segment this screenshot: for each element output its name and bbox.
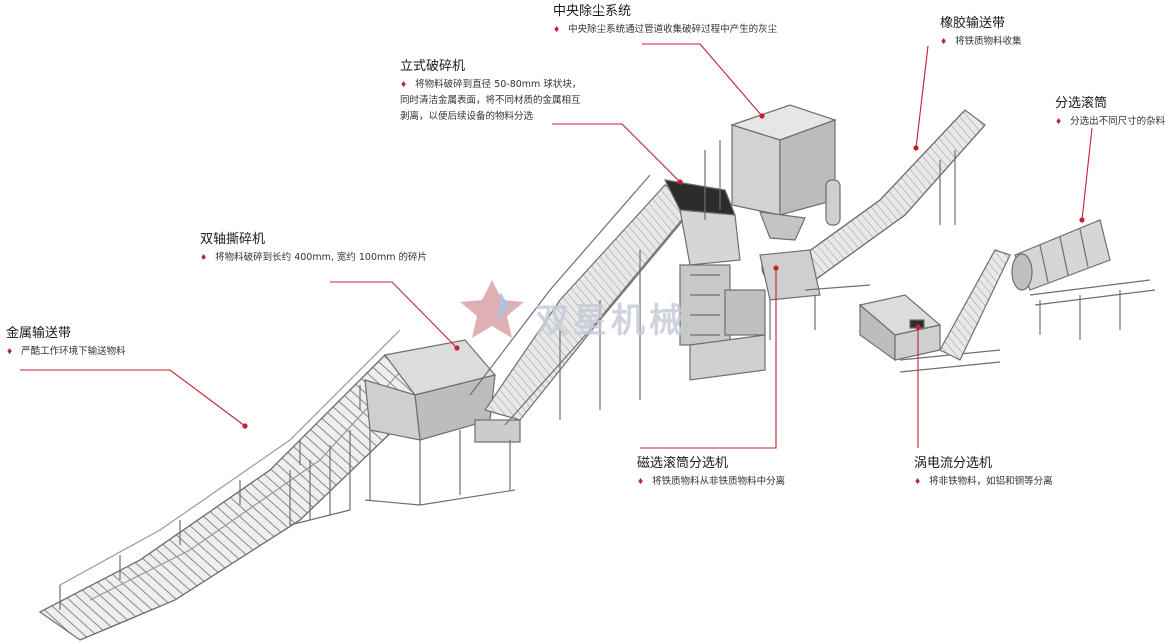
bullet-icon: ♦ bbox=[400, 80, 408, 89]
callout-trommel: 分选滚筒 ♦分选出不同尺寸的杂料 bbox=[1055, 92, 1165, 130]
bullet-icon: ♦ bbox=[637, 477, 645, 486]
callout-title: 橡胶输送带 bbox=[940, 16, 1006, 31]
callout-title: 中央除尘系统 bbox=[553, 4, 632, 19]
callout-title: 双轴撕碎机 bbox=[200, 232, 266, 247]
metal-conveyor-drawing bbox=[38, 329, 431, 641]
bullet-icon: ♦ bbox=[200, 253, 208, 262]
dust-removal-drawing bbox=[704, 104, 841, 241]
dual-shaft-shredder-drawing bbox=[364, 339, 521, 506]
callout-desc: ♦分选出不同尺寸的杂料 bbox=[1055, 116, 1166, 127]
callout-magnetic-separator: 磁选滚筒分选机 ♦将铁质物料从非铁质物料中分离 bbox=[637, 452, 785, 490]
callout-title: 分选滚筒 bbox=[1055, 96, 1108, 111]
callout-desc: ♦将铁质物料收集 bbox=[940, 36, 1022, 47]
vertical-crusher-drawing bbox=[663, 179, 766, 381]
callout-desc: ♦将物料破碎到长约 400mm, 宽约 100mm 的碎片 bbox=[200, 252, 428, 263]
callout-dual-shaft-shredder: 双轴撕碎机 ♦将物料破碎到长约 400mm, 宽约 100mm 的碎片 bbox=[200, 228, 427, 266]
bullet-icon: ♦ bbox=[553, 25, 561, 34]
callout-title: 涡电流分选机 bbox=[914, 456, 993, 471]
leader-lines bbox=[20, 43, 1093, 449]
bullet-icon: ♦ bbox=[1055, 117, 1063, 126]
callout-desc: ♦将铁质物料从非铁质物料中分离 bbox=[637, 476, 786, 487]
callout-eddy-current: 涡电流分选机 ♦将非铁物料，如铝和铜等分离 bbox=[914, 452, 1053, 490]
callout-desc: ♦中央除尘系统通过管道收集破碎过程中产生的灰尘 bbox=[553, 24, 778, 35]
callout-vertical-crusher: 立式破碎机 ♦将物料破碎到直径 50-80mm 球状块， 同时清洁金属表面，将不… bbox=[400, 55, 581, 125]
callout-desc: ♦将物料破碎到直径 50-80mm 球状块， 同时清洁金属表面，将不同材质的金属… bbox=[400, 79, 582, 122]
callout-dust-removal: 中央除尘系统 ♦中央除尘系统通过管道收集破碎过程中产生的灰尘 bbox=[553, 0, 777, 38]
callout-desc: ♦将非铁物料，如铝和铜等分离 bbox=[914, 476, 1053, 487]
callout-desc: ♦严酷工作环境下输送物料 bbox=[6, 346, 126, 357]
leader-dots bbox=[242, 113, 1085, 429]
bullet-icon: ♦ bbox=[940, 37, 948, 46]
trommel-drawing bbox=[1011, 219, 1156, 340]
callout-title: 磁选滚筒分选机 bbox=[637, 456, 729, 471]
callout-title: 金属输送带 bbox=[6, 326, 72, 341]
bullet-icon: ♦ bbox=[914, 477, 922, 486]
eddy-current-drawing bbox=[858, 249, 1011, 373]
callout-title: 立式破碎机 bbox=[400, 59, 466, 74]
bullet-icon: ♦ bbox=[6, 347, 14, 356]
callout-rubber-conveyor: 橡胶输送带 ♦将铁质物料收集 bbox=[940, 12, 1022, 50]
callout-metal-conveyor: 金属输送带 ♦严酷工作环境下输送物料 bbox=[6, 322, 126, 360]
watermark-text: 双星机械 bbox=[535, 301, 687, 341]
watermark: 双星机械 bbox=[460, 280, 687, 341]
